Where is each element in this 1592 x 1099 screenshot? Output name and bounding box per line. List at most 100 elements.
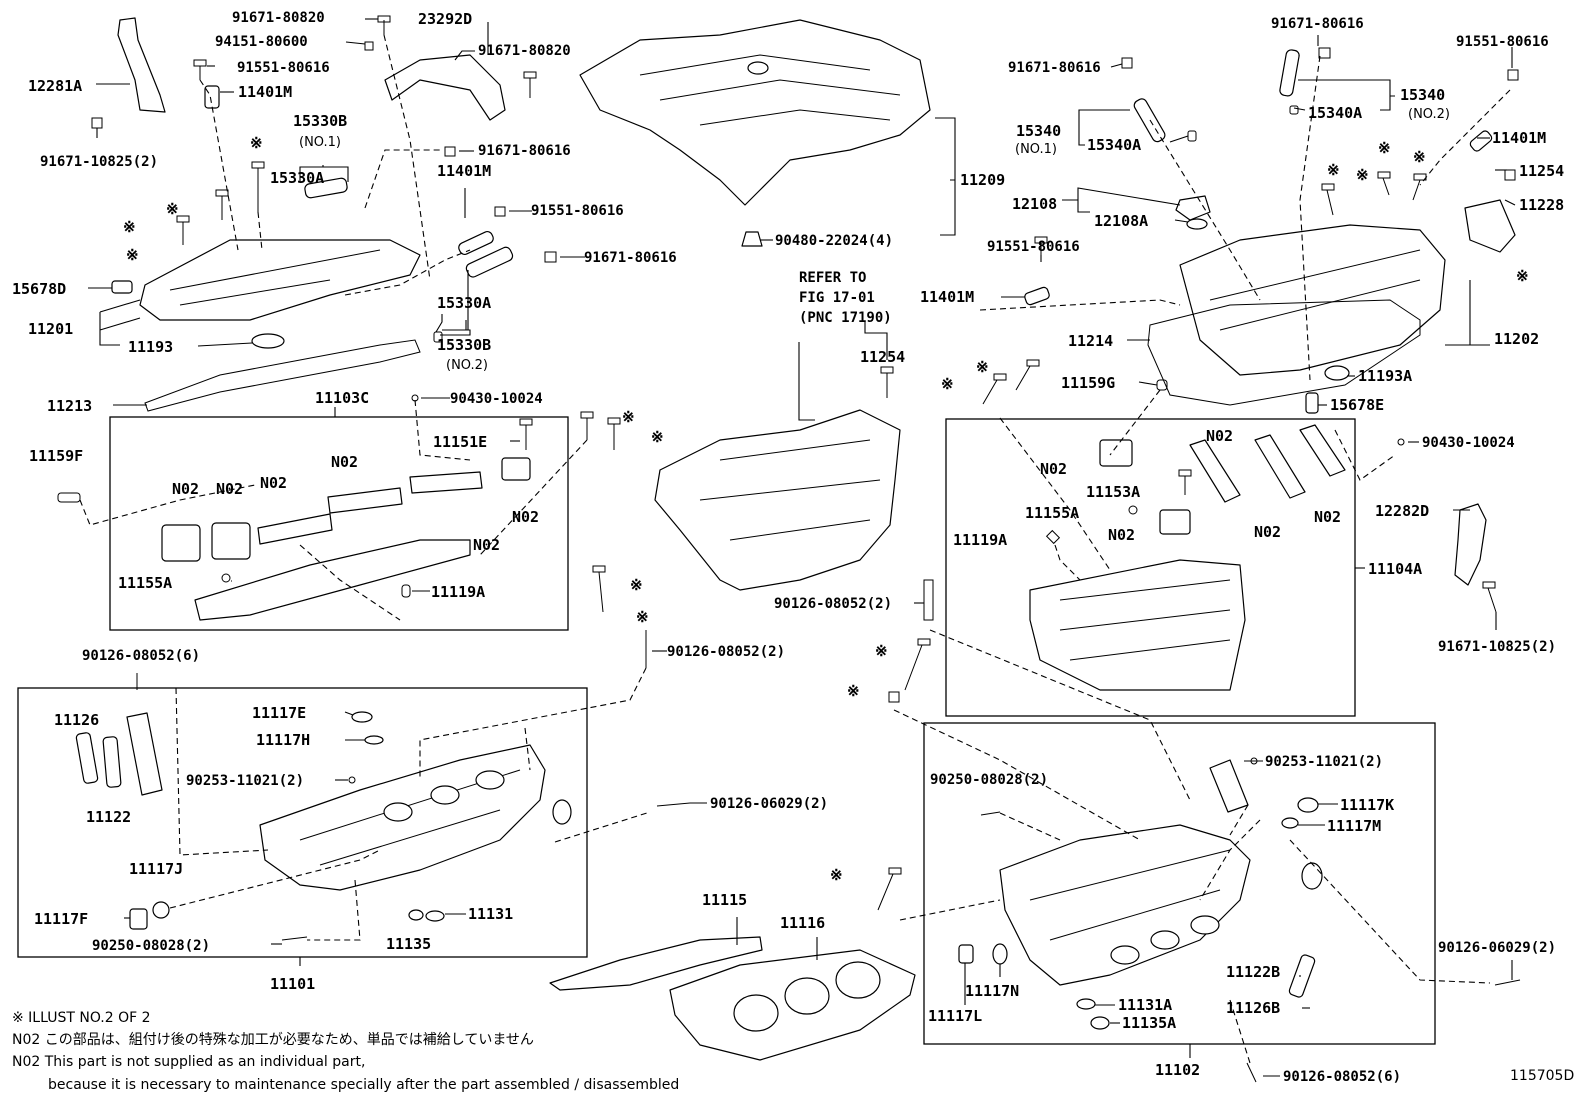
dash-5 xyxy=(344,249,471,296)
label-91671-10825-r: 91671-10825(2) xyxy=(1438,639,1556,655)
plug-11117k-drawing xyxy=(1297,797,1319,813)
dash-21 xyxy=(1109,389,1161,456)
leader-15330a-b xyxy=(435,270,471,336)
dash-4 xyxy=(364,149,440,209)
bolt-91671-10825-r xyxy=(1482,581,1497,613)
mark-17: ※ xyxy=(847,682,860,700)
label-11117h: 11117H xyxy=(256,731,310,749)
dash-2 xyxy=(199,79,239,251)
box-camshaft-bearing-cap-left xyxy=(109,416,569,631)
tube-11122b-drawing xyxy=(1288,954,1316,998)
label-11135a: 11135A xyxy=(1122,1014,1176,1032)
dash-16 xyxy=(979,299,1181,311)
bolt-cover-left-2 xyxy=(215,189,229,220)
label-15678e: 15678E xyxy=(1330,396,1384,414)
label-91671-80616-c: 91671-80616 xyxy=(1008,60,1101,76)
label-11117e: 11117E xyxy=(252,704,306,722)
label-11117m: 11117M xyxy=(1327,817,1381,835)
bolt-11151e xyxy=(519,418,533,450)
bearing-cap-left-5 xyxy=(409,471,483,494)
label-12282d: 12282D xyxy=(1375,502,1429,520)
dash-11 xyxy=(419,667,647,780)
plug-11117l-drawing xyxy=(958,944,974,964)
bearing-cap-left-6 xyxy=(501,457,531,481)
tube-11126-drawing xyxy=(126,712,163,796)
fasteners xyxy=(57,15,1521,1083)
cylinder-head-cover-right-drawing xyxy=(1179,224,1446,376)
intake-manifold-runners xyxy=(699,439,881,541)
head-cover-right-ribs xyxy=(1209,249,1421,331)
label-11401m-a: 11401M xyxy=(238,83,292,101)
label-11201: 11201 xyxy=(28,320,73,338)
ocv-15340a-right2-drawing xyxy=(1279,49,1300,97)
figure-id: 115705D xyxy=(1510,1068,1574,1084)
bolt-head-left-a xyxy=(592,565,606,613)
leader-11193 xyxy=(197,342,253,347)
valve-port-left-1 xyxy=(383,802,413,822)
leader-94151-80600 xyxy=(345,41,366,45)
mark-1: ※ xyxy=(250,134,263,152)
bearing-cap-left-3 xyxy=(257,513,333,545)
label-90126-08052-6a: 90126-08052(6) xyxy=(82,648,200,664)
pin-90253-11021-a xyxy=(348,776,356,784)
washer-11135a-drawing xyxy=(1090,1016,1110,1030)
gasket-bore-2 xyxy=(784,977,830,1015)
camshaft-housing-right-drawing xyxy=(1029,559,1246,691)
sensor-11401m-top-drawing xyxy=(204,85,220,109)
note-line-3: N02 This part is not supplied as an indi… xyxy=(12,1054,365,1070)
cover-grommet-drawing xyxy=(741,231,763,247)
valve-port-right-3 xyxy=(1190,915,1220,935)
stud-90126-06029-b xyxy=(1494,979,1521,986)
label-11117f: 11117F xyxy=(34,910,88,928)
part-drawings xyxy=(57,15,1521,1083)
bolt-cover-right-3 xyxy=(1412,173,1427,201)
part-labels: 12281A 91671-10825(2) 91671-80820 94151-… xyxy=(12,10,1564,1085)
label-15678d: 15678D xyxy=(12,280,66,298)
head-cover-gasket-left-drawing xyxy=(144,339,421,412)
special-marks: ※ ※ ※ ※ ※ ※ ※ ※ ※ ※ ※ ※ ※ ※ ※ ※ ※ ※ xyxy=(123,134,1529,884)
note-line-2: N02 この部品は、組付け後の特殊な加工が必要なため、単品では補給していません xyxy=(12,1032,534,1048)
dash-30 xyxy=(1229,999,1251,1064)
label-11159g: 11159G xyxy=(1061,374,1115,392)
dash-12 xyxy=(524,727,531,771)
dash-8 xyxy=(479,439,588,556)
label-91671-10825-l: 91671-10825(2) xyxy=(40,154,158,170)
refer-block: REFER TO FIG 17-01 (PNC 17190) xyxy=(799,270,892,326)
oil-filler-seal-right-drawing xyxy=(1324,365,1350,381)
stud-90126-08052-6b xyxy=(1246,1062,1257,1083)
refer-line-3: (PNC 17190) xyxy=(799,310,892,326)
washer-11131a-drawing xyxy=(1076,998,1096,1010)
intake-manifold-drawing xyxy=(654,409,901,591)
mark-14: ※ xyxy=(976,358,989,376)
label-11116: 11116 xyxy=(780,914,825,932)
label-23292d: 23292D xyxy=(418,10,472,28)
label-91671-80820-b: 91671-80820 xyxy=(478,43,571,59)
gasket-11159f xyxy=(57,492,81,503)
label-11213: 11213 xyxy=(47,397,92,415)
label-15330b-a-sub: (NO.1) xyxy=(299,135,341,150)
label-11209: 11209 xyxy=(960,171,1005,189)
sensor-11401m-left-drawing xyxy=(458,230,494,256)
bearing-cap-left-4 xyxy=(327,487,403,514)
label-15340-a: 15340 xyxy=(1016,122,1061,140)
label-91551-80616-b: 91551-80616 xyxy=(531,203,624,219)
mark-8: ※ xyxy=(636,608,649,626)
leader-15340-b xyxy=(1298,79,1395,111)
dash-15 xyxy=(554,811,651,843)
mark-2: ※ xyxy=(166,200,179,218)
bolt-91671-80616-a xyxy=(444,146,456,157)
dash-27 xyxy=(1199,819,1261,901)
valve-port-right-1 xyxy=(1110,945,1140,965)
tube-11122-drawing xyxy=(102,736,122,788)
bearing-cap-right-5 xyxy=(1159,509,1191,535)
dash-19 xyxy=(1419,89,1511,186)
gasket-bore-3 xyxy=(835,961,881,999)
bolt-head-right-b xyxy=(877,867,902,911)
stud-90250-08028-b xyxy=(980,811,1001,816)
label-n02-a: N02 xyxy=(172,480,199,498)
bolt-91551-80616-b xyxy=(494,206,506,217)
plug-15678d-drawing xyxy=(111,280,133,294)
mark-4: ※ xyxy=(126,246,139,264)
label-n02-d: N02 xyxy=(331,453,358,471)
bracket-23292d-drawing xyxy=(384,54,506,121)
